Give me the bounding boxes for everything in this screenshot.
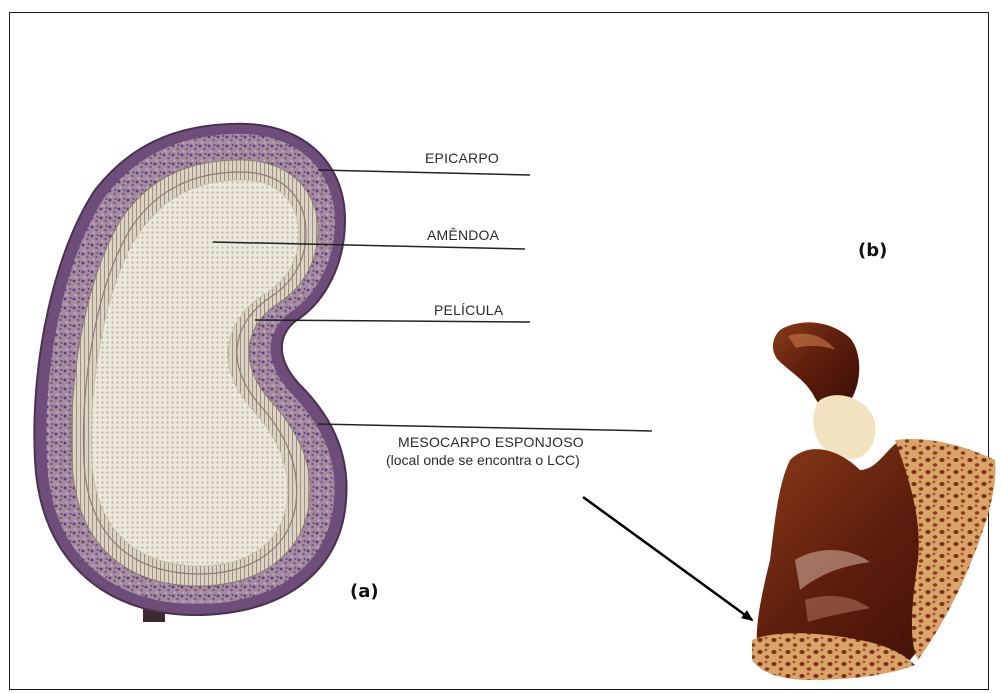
label-mesocarpo-note: (local onde se encontra o LCC): [386, 452, 580, 468]
cashew-nut-diagram: [34, 124, 346, 622]
panel-label-b: (b): [858, 240, 887, 261]
leader-epicarpo: [318, 170, 530, 175]
pointer-arrow: [583, 497, 752, 620]
leader-mesocarpo: [318, 424, 652, 431]
label-mesocarpo: MESOCARPO ESPONJOSO: [398, 434, 584, 450]
cashew-shell-photo: [752, 322, 995, 680]
label-epicarpo: EPICARPO: [425, 150, 499, 166]
panel-label-a: (a): [350, 581, 379, 602]
label-pelicula: PELÍCULA: [434, 302, 503, 318]
label-amendoa: AMÊNDOA: [427, 227, 499, 243]
